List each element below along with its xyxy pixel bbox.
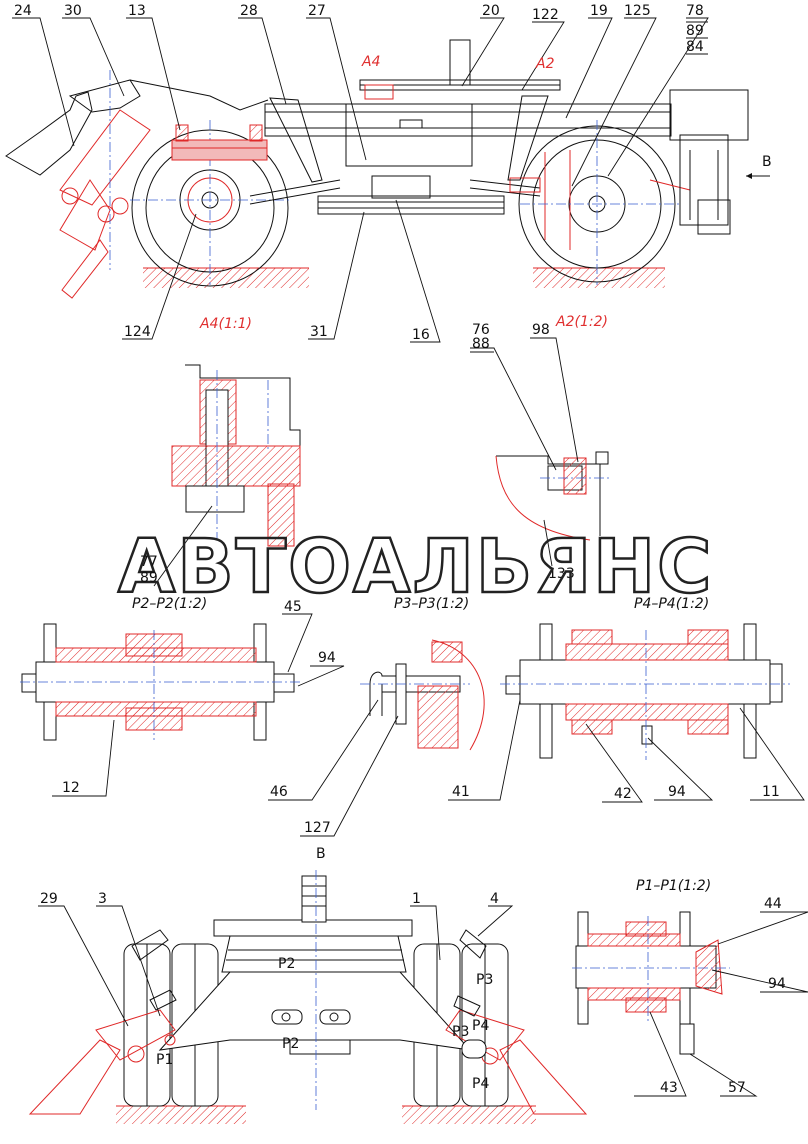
label-45: 45 <box>284 599 302 615</box>
section-p2: Р2–Р2(1:2) 45 94 12 <box>20 596 345 797</box>
title-p4p4: Р4–Р4(1:2) <box>634 596 709 612</box>
label-16: 16 <box>412 327 430 343</box>
title-p1p1: Р1–Р1(1:2) <box>636 878 711 894</box>
top-post <box>449 39 471 86</box>
direction-label: В <box>762 154 772 170</box>
rear-plate <box>669 89 749 141</box>
side-view-labels: 24 30 13 28 27 20 122 19 125 78 89 84 В … <box>12 3 772 343</box>
label-43: 43 <box>660 1080 678 1096</box>
tank <box>317 195 505 215</box>
rear-bracket <box>679 134 729 226</box>
side-view <box>5 39 749 299</box>
label-84: 84 <box>686 39 704 55</box>
callout-a4: А4 <box>361 54 380 70</box>
label-76: 76 <box>472 322 490 338</box>
front-spring <box>171 139 268 161</box>
label-20: 20 <box>482 3 500 19</box>
watermark: АВТОАЛЬЯНС <box>118 524 713 610</box>
label-28: 28 <box>240 3 258 19</box>
label-44: 44 <box>764 896 782 912</box>
label-1: 1 <box>412 891 421 907</box>
loader-arm <box>59 109 151 206</box>
label-122: 122 <box>532 7 559 23</box>
left-outrigger <box>28 1039 121 1115</box>
label-30: 30 <box>64 3 82 19</box>
mark-p3-top: Р3 <box>476 972 493 988</box>
a4-nut <box>185 485 245 513</box>
section-p1: Р1–Р1(1:2) 44 94 43 57 <box>572 878 808 1097</box>
mark-p4-top: Р4 <box>472 1018 489 1034</box>
ground-front <box>143 268 309 288</box>
label-94-p2: 94 <box>318 650 336 666</box>
label-3: 3 <box>98 891 107 907</box>
label-4: 4 <box>490 891 499 907</box>
p1-axle <box>575 945 717 989</box>
section-p3: Р3–Р3(1:2) 46 127 <box>268 596 485 837</box>
detail-a4: А4(1:1) <box>153 316 301 587</box>
detail-a2: А2(1:2) 76 88 98 133 <box>470 314 610 582</box>
label-29: 29 <box>40 891 58 907</box>
label-133: 133 <box>548 566 575 582</box>
mark-p2-top: Р2 <box>278 956 295 972</box>
mark-p4-bottom: Р4 <box>472 1076 489 1092</box>
label-77: 77 <box>140 554 158 570</box>
rear-strut <box>507 95 549 181</box>
label-127: 127 <box>304 820 331 836</box>
label-89: 89 <box>686 23 704 39</box>
label-57: 57 <box>728 1080 746 1096</box>
king-pin <box>301 875 327 923</box>
label-31: 31 <box>310 324 328 340</box>
label-89-detail: 89 <box>140 570 158 586</box>
title-view-b: В <box>316 846 326 862</box>
label-24: 24 <box>14 3 32 19</box>
label-27: 27 <box>308 3 326 19</box>
ground-rear <box>533 268 665 288</box>
callout-a2: А2 <box>535 56 555 72</box>
label-42: 42 <box>614 786 632 802</box>
label-98: 98 <box>532 322 550 338</box>
label-11: 11 <box>762 784 780 800</box>
view-b: В <box>28 846 588 1124</box>
label-19: 19 <box>590 3 608 19</box>
mark-p2-bottom: Р2 <box>282 1036 299 1052</box>
p4-axle <box>519 659 771 705</box>
center-box <box>345 103 473 167</box>
label-41: 41 <box>452 784 470 800</box>
loader-bucket <box>5 91 93 176</box>
view-b-labels: Р2 Р2 Р3 Р3 Р4 Р4 Р1 29 3 1 4 <box>38 891 514 1092</box>
title-p3p3: Р3–Р3(1:2) <box>394 596 469 612</box>
section-p4: Р4–Р4(1:2) 41 42 94 11 <box>448 596 805 803</box>
label-94-p4: 94 <box>668 784 686 800</box>
mark-p3-bottom: Р3 <box>452 1024 469 1040</box>
front-strut <box>269 97 323 183</box>
label-88: 88 <box>472 336 490 352</box>
title-a4: А4(1:1) <box>199 316 252 332</box>
label-46: 46 <box>270 784 288 800</box>
label-124: 124 <box>124 324 151 340</box>
mark-p1: Р1 <box>156 1052 173 1068</box>
title-p2p2: Р2–Р2(1:2) <box>132 596 207 612</box>
label-94-p1: 94 <box>768 976 786 992</box>
label-13: 13 <box>128 3 146 19</box>
label-12: 12 <box>62 780 80 796</box>
label-78: 78 <box>686 3 704 19</box>
label-125: 125 <box>624 3 651 19</box>
right-outrigger <box>499 1039 588 1115</box>
title-a2: А2(1:2) <box>555 314 608 330</box>
